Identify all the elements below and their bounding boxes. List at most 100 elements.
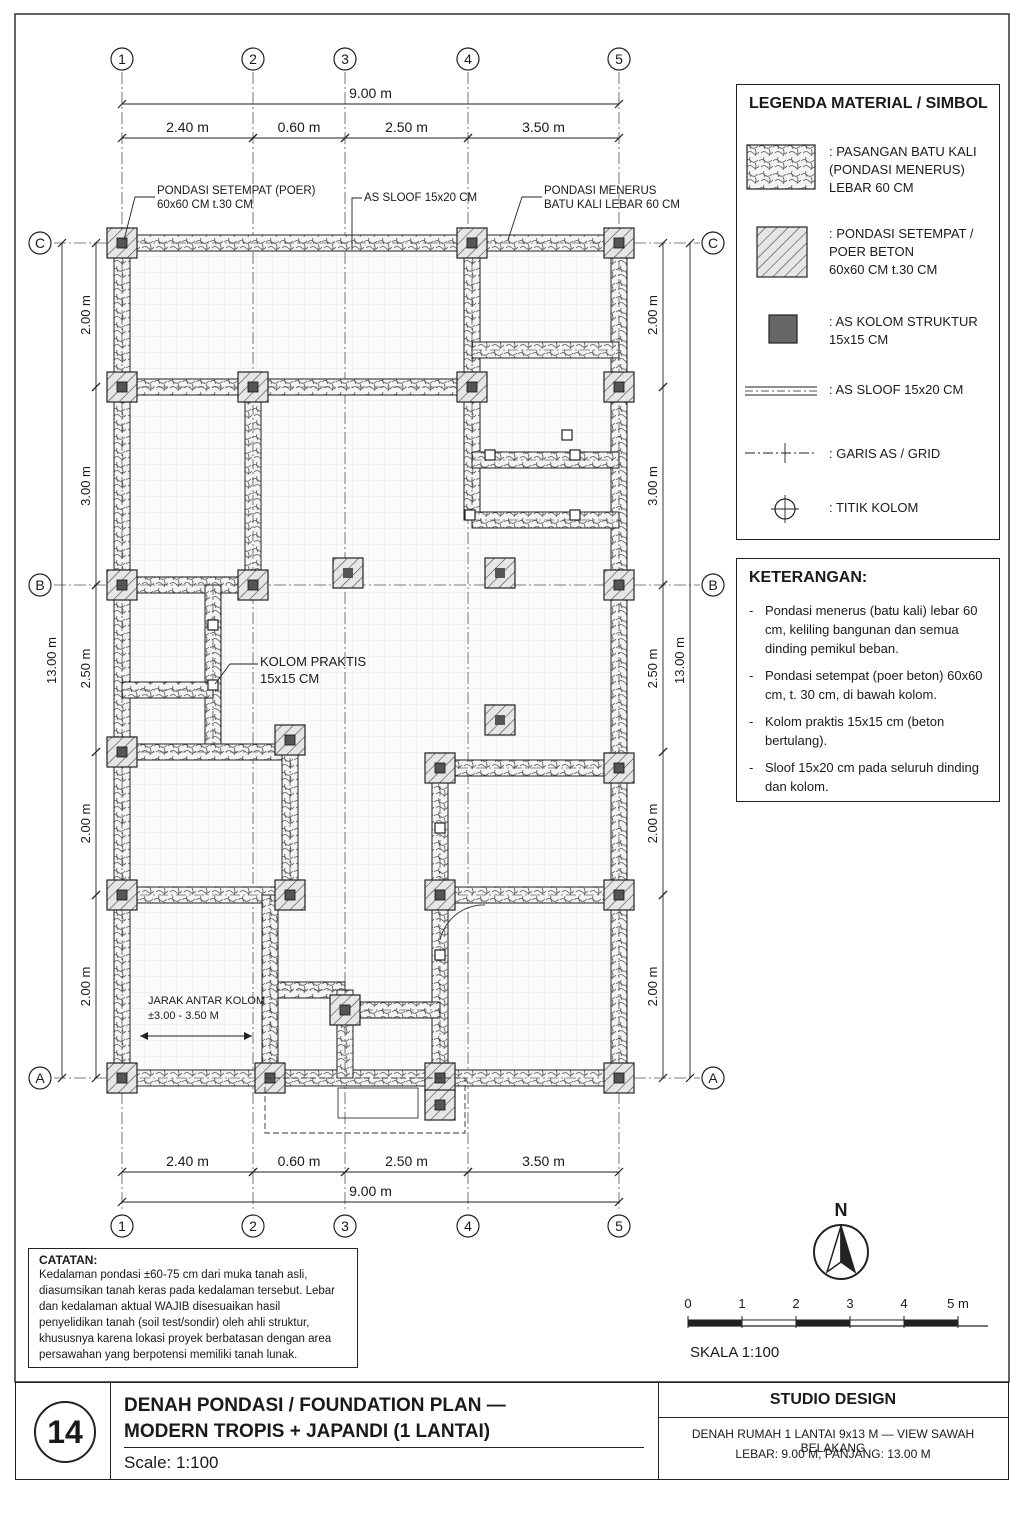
dim-label: 3.00 m <box>78 466 93 506</box>
title-line-2: MODERN TROPIS + JAPANDI (1 LANTAI) <box>124 1421 491 1442</box>
legend-item: : AS KOLOM STRUKTUR 15x15 CM <box>745 313 991 373</box>
dim-label: 2.00 m <box>78 804 93 844</box>
scale-tick-label: 0 <box>684 1296 691 1311</box>
structural-column <box>434 1099 446 1111</box>
concrete-hatch-icon <box>745 225 817 284</box>
dim-tick <box>614 99 624 109</box>
grid-bubble <box>701 231 725 255</box>
practical-column <box>569 449 581 461</box>
structural-column <box>116 746 128 758</box>
keterangan-list: Pondasi menerus (batu kali) lebar 60 cm,… <box>749 601 989 804</box>
grid-bubble <box>241 1214 265 1238</box>
pad-footing <box>106 569 138 601</box>
door-swing-arc <box>439 904 486 941</box>
leader-line <box>214 663 258 685</box>
legend-item-text: : PONDASI SETEMPAT / POER BETON 60x60 CM… <box>829 226 974 277</box>
structural-column <box>343 568 353 578</box>
structural-column <box>116 889 128 901</box>
dim-tick <box>248 1167 258 1177</box>
grid-bubble <box>241 47 265 71</box>
dim-tick <box>91 1073 101 1083</box>
scale-segment <box>741 1319 797 1327</box>
dim-tick <box>463 133 473 143</box>
dim-tick <box>57 1073 67 1083</box>
scale-tick-label: 4 <box>900 1296 907 1311</box>
structural-column <box>434 762 446 774</box>
dim-tick <box>57 238 67 248</box>
grid-bubble-label: 1 <box>118 1218 126 1234</box>
dim-tick <box>685 1073 695 1083</box>
grid-bubble-label: C <box>708 235 718 251</box>
dim-tick <box>614 1197 624 1207</box>
structural-column <box>116 579 128 591</box>
grid-bubble-label: 5 <box>615 51 623 67</box>
structural-column <box>434 889 446 901</box>
studio-underline <box>658 1417 1008 1418</box>
structural-column <box>116 381 128 393</box>
dim-tick <box>658 890 668 900</box>
structural-column <box>613 381 625 393</box>
grid-bubble <box>110 1214 134 1238</box>
dim-tick <box>614 1167 624 1177</box>
project-desc-1: DENAH RUMAH 1 LANTAI 9x13 M — VIEW SAWAH… <box>691 1427 975 1455</box>
dim-label: 3.50 m <box>522 1153 565 1169</box>
legend-box: LEGENDA MATERIAL / SIMBOL : PASANGAN BAT… <box>736 84 1000 540</box>
structural-column <box>613 237 625 249</box>
legend-item: : TITIK KOLOM <box>745 493 991 553</box>
grid-bubble <box>28 573 52 597</box>
dim-tick <box>658 382 668 392</box>
grid-bubble-label: 4 <box>464 1218 472 1234</box>
legend-item-text: : TITIK KOLOM <box>829 500 919 515</box>
structural-column <box>613 889 625 901</box>
dim-tick <box>614 133 624 143</box>
studio-name: STUDIO DESIGN <box>769 1391 897 1408</box>
dim-tick <box>248 133 258 143</box>
grid-bubble-label: 5 <box>615 1218 623 1234</box>
dim-label: 2.00 m <box>78 967 93 1007</box>
dim-tick <box>463 1167 473 1177</box>
structural-column <box>116 1072 128 1084</box>
porch-outline <box>264 1077 466 1134</box>
keterangan-item: Pondasi menerus (batu kali) lebar 60 cm,… <box>749 601 989 658</box>
dim-label: 0.60 m <box>278 1153 321 1169</box>
dim-tick <box>91 580 101 590</box>
callouts: PONDASI SETEMPAT (POER)60x60 CM t.30 CMA… <box>123 185 680 1040</box>
project-desc-2: LEBAR: 9.00 M, PANJANG: 13.00 M <box>735 1447 931 1461</box>
dim-label: 9.00 m <box>349 85 392 101</box>
pad-footing <box>106 371 138 403</box>
legend-item-text: : GARIS AS / GRID <box>829 446 941 461</box>
catatan-box: CATATAN: Kedalaman pondasi ±60-75 cm dar… <box>28 1248 358 1368</box>
sloof-line-icon <box>745 381 817 406</box>
pad-footing <box>424 1089 456 1121</box>
sloof-callout: AS SLOOF 15x20 CM <box>364 192 477 204</box>
scale-tick-label: 5 m <box>947 1296 969 1311</box>
structural-column <box>247 381 259 393</box>
keterangan-box: KETERANGAN: Pondasi menerus (batu kali) … <box>736 558 1000 802</box>
grid-bubble <box>28 231 52 255</box>
dim-tick <box>117 1197 127 1207</box>
keterangan-item: Pondasi setempat (poer beton) 60x60 cm, … <box>749 666 989 704</box>
dim-label: 3.00 m <box>645 466 660 506</box>
practical-column <box>561 429 573 441</box>
dim-label: 2.00 m <box>78 295 93 335</box>
structural-column <box>284 734 296 746</box>
studio-divider <box>658 1383 659 1479</box>
dim-tick <box>658 1073 668 1083</box>
structural-column <box>495 568 505 578</box>
scale-segment <box>903 1319 959 1327</box>
floor-hatch <box>122 243 619 1078</box>
grid-bubble-label: A <box>708 1070 718 1086</box>
dim-tick <box>91 890 101 900</box>
leader-line <box>507 196 542 241</box>
title-scale: Scale: 1:100 <box>124 1453 219 1472</box>
grid-bubble-label: 2 <box>249 51 257 67</box>
leader-line <box>123 196 155 241</box>
grid-bubble-label: 4 <box>464 51 472 67</box>
entry-step <box>337 1087 419 1119</box>
catatan-title: CATATAN: <box>39 1253 98 1267</box>
grid-bubble <box>333 47 357 71</box>
dim-tick <box>685 238 695 248</box>
dim-tick <box>340 1167 350 1177</box>
